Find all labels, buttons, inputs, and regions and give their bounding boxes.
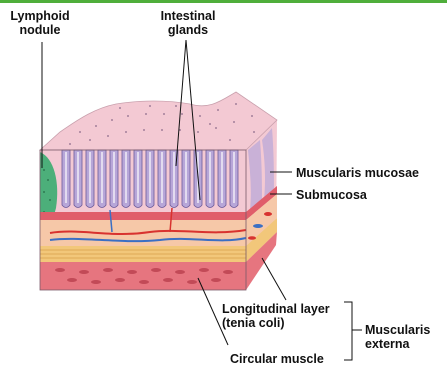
label-longitudinal-layer: Longitudinal layer (tenia coli) [222, 302, 330, 330]
label-intestinal-glands-line1: Intestinal [152, 9, 224, 23]
label-longitudinal-layer-line1: Longitudinal layer [222, 302, 330, 316]
label-submucosa: Submucosa [296, 188, 367, 202]
label-lymphoid-nodule-line2: nodule [6, 23, 74, 37]
label-muscularis-externa-line1: Muscularis [365, 323, 430, 337]
leader-longitudinal-layer [262, 258, 286, 300]
label-lymphoid-nodule-line1: Lymphoid [6, 9, 74, 23]
mucosal-surface [40, 92, 277, 150]
label-circular-muscle: Circular muscle [230, 352, 324, 366]
front-face [40, 150, 246, 290]
label-muscularis-externa-line2: externa [365, 337, 430, 351]
label-intestinal-glands: Intestinal glands [152, 9, 224, 37]
label-longitudinal-layer-line2: (tenia coli) [222, 316, 330, 330]
label-muscularis-externa: Muscularis externa [365, 323, 430, 351]
label-lymphoid-nodule: Lymphoid nodule [6, 9, 74, 37]
bracket-muscularis-externa [344, 302, 352, 360]
label-intestinal-glands-line2: glands [152, 23, 224, 37]
label-muscularis-mucosae: Muscularis mucosae [296, 166, 419, 180]
